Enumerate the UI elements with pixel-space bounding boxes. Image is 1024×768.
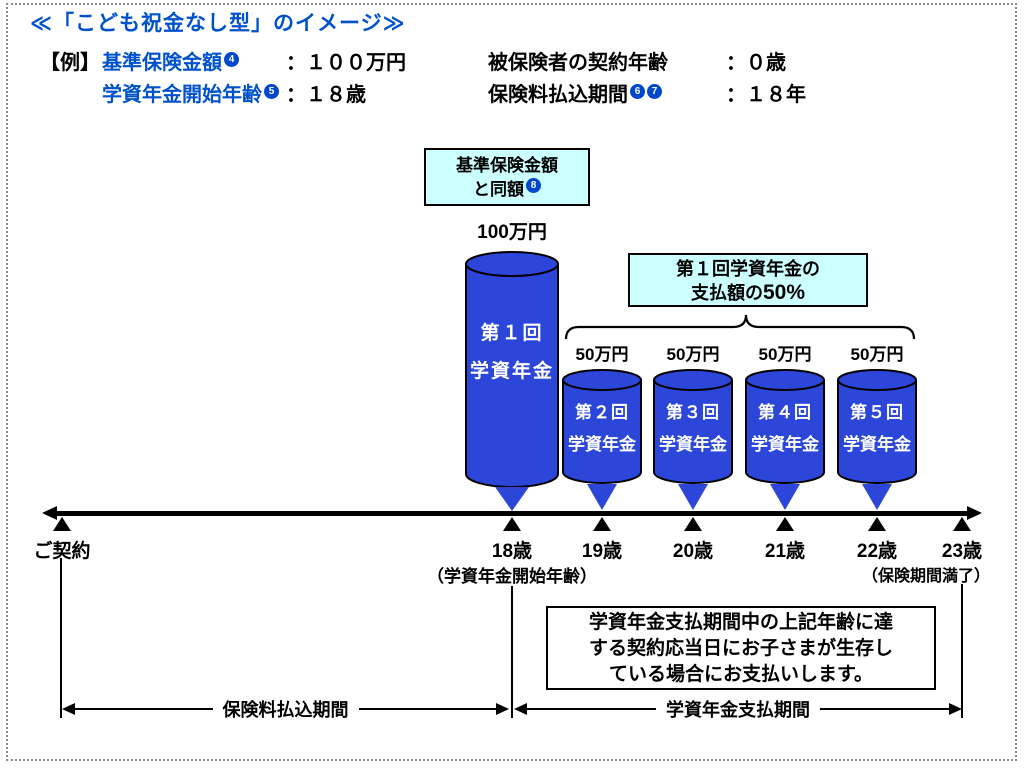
example-tag: 【例】 <box>40 52 100 74</box>
payment5-name-line1: 第５回 <box>850 403 904 422</box>
label-age-23: 23歳 <box>941 541 983 562</box>
annuity-period-span: 学資年金支払期間 <box>514 696 962 722</box>
note-policy-end: （保険期間満了） <box>861 568 990 585</box>
tick-age-23 <box>953 517 971 531</box>
payment2-name-line1: 第２回 <box>575 403 629 422</box>
grouping-brace <box>564 314 916 340</box>
span-line <box>820 708 949 710</box>
tick-age-18 <box>503 517 521 531</box>
note-line1: 学資年金支払期間中の上記年齢に達 <box>588 612 893 633</box>
insured-age-label: 被保険者の契約年齢 <box>488 52 668 74</box>
payment4-amount: 50万円 <box>758 345 812 364</box>
span-line <box>358 708 496 710</box>
premium-period-label: 保険料払込期間 <box>222 700 349 720</box>
label-age-18: 18歳 <box>491 541 533 562</box>
fifty-percent-line2: 支払額の50% <box>630 281 866 305</box>
fifty-percent-callout: 第１回学資年金の 支払額の50% <box>628 253 868 307</box>
footnote-7-badge: 7 <box>647 84 662 99</box>
boundary-line-contract <box>60 558 62 718</box>
tick-age-22 <box>868 517 886 531</box>
arrowhead-west-icon <box>62 703 75 715</box>
timeline-axis <box>56 511 968 516</box>
note-line3: ている場合にお支払いします。 <box>608 664 874 685</box>
payout-pointer-18 <box>495 487 529 511</box>
payment2-name-line2: 学資年金 <box>568 435 636 454</box>
span-line <box>75 708 213 710</box>
boundary-line-age-18 <box>511 586 513 718</box>
footnote-4-badge: 4 <box>224 52 239 67</box>
payout-pointer-19 <box>587 484 617 510</box>
note-annuity-start-age: （学資年金開始年齢） <box>427 567 597 586</box>
timeline-arrowhead-right <box>967 506 982 520</box>
label-age-20: 20歳 <box>672 541 714 562</box>
tick-age-20 <box>684 517 702 531</box>
tick-age-21 <box>776 517 794 531</box>
timeline-arrowhead-left <box>42 506 57 520</box>
footnote-6-badge: 6 <box>630 84 645 99</box>
annuity-period-label: 学資年金支払期間 <box>666 700 810 720</box>
tick-age-19 <box>593 517 611 531</box>
dotted-frame <box>6 3 1017 761</box>
payout-pointer-22 <box>862 484 892 510</box>
arrowhead-east-icon <box>496 703 509 715</box>
payment3-cylinder <box>653 369 733 484</box>
same-amount-text: と同額 <box>473 180 524 199</box>
annuity-start-age-value: ：１８歳 <box>286 84 366 106</box>
premium-period-header-value: ：１８年 <box>726 84 806 106</box>
first-payment-cylinder <box>465 251 559 488</box>
payment5-name-line2: 学資年金 <box>843 435 911 454</box>
payment3-amount: 50万円 <box>666 345 720 364</box>
annuity-start-age-label-text: 学資年金開始年齢 <box>102 84 262 106</box>
insured-age-value: ：０歳 <box>726 52 786 74</box>
payment2-amount: 50万円 <box>575 345 629 364</box>
first-payment-name-line1: 第１回 <box>480 323 544 344</box>
payment5-amount: 50万円 <box>850 345 904 364</box>
payout-pointer-20 <box>678 484 708 510</box>
base-amount-label-text: 基準保険金額 <box>102 52 222 74</box>
arrowhead-west-icon <box>514 703 527 715</box>
footnote-8-badge: 8 <box>526 178 541 193</box>
boundary-line-age-23 <box>961 584 963 718</box>
same-amount-callout-line1: 基準保険金額 <box>456 156 558 175</box>
payment4-name-line1: 第４回 <box>758 403 812 422</box>
tick-contract <box>53 517 71 531</box>
label-age-22: 22歳 <box>856 541 898 562</box>
diagram-title: ≪「こども祝金なし型」のイメージ≫ <box>30 12 406 35</box>
payout-pointer-21 <box>770 484 800 510</box>
payment3-name-line1: 第３回 <box>666 403 720 422</box>
note-line2: する契約応当日にお子さまが生存し <box>588 638 893 659</box>
span-line <box>527 708 656 710</box>
premium-period-header-text: 保険料払込期間 <box>488 84 628 106</box>
label-age-21: 21歳 <box>764 541 806 562</box>
footnote-5-badge: 5 <box>264 84 279 99</box>
payment2-cylinder <box>562 369 642 484</box>
label-contract: ご契約 <box>33 541 91 562</box>
premium-period-span: 保険料払込期間 <box>62 696 509 722</box>
payment-condition-note: 学資年金支払期間中の上記年齢に達 する契約応当日にお子さまが生存し ている場合に… <box>546 606 936 690</box>
first-payment-amount: 100万円 <box>477 222 547 243</box>
arrowhead-east-icon <box>949 703 962 715</box>
first-payment-name-line2: 学資年金 <box>469 361 554 382</box>
fifty-percent-value: 50% <box>762 281 806 304</box>
payment5-cylinder <box>837 369 917 484</box>
payment3-name-line2: 学資年金 <box>659 435 727 454</box>
payment4-name-line2: 学資年金 <box>751 435 819 454</box>
label-age-19: 19歳 <box>581 541 623 562</box>
payment4-cylinder <box>745 369 825 484</box>
fifty-percent-prefix: 支払額の <box>690 283 763 303</box>
fifty-percent-line1: 第１回学資年金の <box>676 259 820 279</box>
base-amount-value: ：１００万円 <box>286 52 406 74</box>
